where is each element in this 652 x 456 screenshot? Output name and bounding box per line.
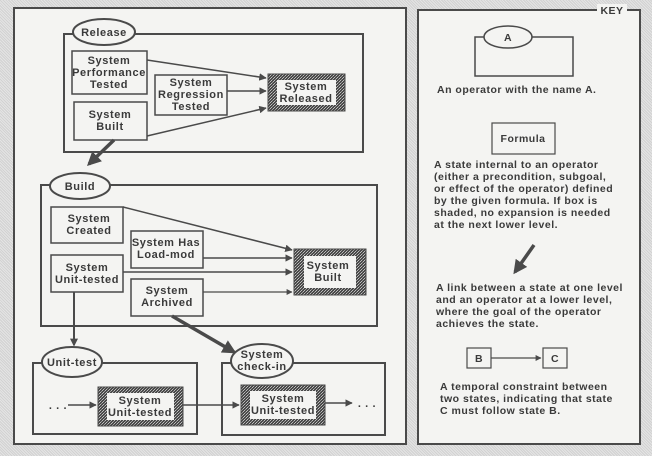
state-system-performance-tested: System Performance Tested xyxy=(71,50,148,95)
svg-text:C must follow state B.: C must follow state B. xyxy=(440,405,561,417)
operator-oval xyxy=(230,343,294,379)
svg-text:System: System xyxy=(68,213,111,225)
key-temporal-example: B C xyxy=(466,347,568,369)
operator-name: Build xyxy=(65,181,96,193)
state-system-regression-tested: System Regression Tested xyxy=(154,74,228,116)
svg-text:Created: Created xyxy=(66,225,111,237)
temporal-arrow xyxy=(146,59,267,81)
svg-text:C: C xyxy=(551,353,559,365)
svg-text:A: A xyxy=(504,32,512,44)
svg-text:System: System xyxy=(146,285,189,297)
state-system-unit-tested: System Unit-tested xyxy=(50,254,124,293)
svg-text:Regression: Regression xyxy=(158,89,224,101)
operator-build: Build System Created System Has Load-mod… xyxy=(40,172,378,327)
svg-text:System: System xyxy=(119,395,162,407)
svg-text:two states, indicating that st: two states, indicating that state xyxy=(440,393,613,405)
svg-text:at the next lower level.: at the next lower level. xyxy=(434,219,558,231)
key-temporal-description: A temporal constraint between two states… xyxy=(440,381,613,417)
goal-link-arrow xyxy=(86,138,116,166)
state-system-built: System Built xyxy=(73,101,148,141)
ellipsis: . . . xyxy=(358,398,376,410)
svg-text:Unit-tested: Unit-tested xyxy=(55,274,119,286)
ellipsis: . . . xyxy=(49,400,67,412)
state-system-created: System Created xyxy=(50,206,124,244)
svg-text:shaded, no expansion is needed: shaded, no expansion is needed xyxy=(434,207,611,219)
svg-text:System: System xyxy=(170,77,213,89)
svg-text:A state internal to an operato: A state internal to an operator xyxy=(434,159,598,171)
operator-name: System xyxy=(241,349,284,361)
state-system-unit-tested-shaded: System Unit-tested xyxy=(240,384,326,426)
svg-text:System Has: System Has xyxy=(132,237,200,249)
svg-text:System: System xyxy=(307,260,350,272)
state-system-archived: System Archived xyxy=(130,278,204,317)
svg-text:System: System xyxy=(66,262,109,274)
svg-text:System: System xyxy=(88,55,131,67)
svg-text:Tested: Tested xyxy=(172,101,210,113)
goal-link-arrow xyxy=(171,314,237,354)
svg-text:Performance: Performance xyxy=(72,67,146,79)
operator-system-check-in: System check-in System Unit-tested . . . xyxy=(221,343,386,436)
svg-text:System: System xyxy=(262,393,305,405)
state-system-released-shaded: System Released xyxy=(267,73,346,112)
operator-release: Release System Performance Tested System… xyxy=(63,18,364,153)
temporal-arrow xyxy=(122,206,293,252)
svg-text:Load-mod: Load-mod xyxy=(137,249,195,261)
svg-text:System: System xyxy=(89,109,132,121)
state-system-unit-tested-shaded: System Unit-tested xyxy=(97,386,184,427)
svg-text:(either a precondition, subgoa: (either a precondition, subgoal, xyxy=(434,171,606,183)
svg-text:B: B xyxy=(475,353,483,365)
svg-text:Formula: Formula xyxy=(501,133,546,145)
key-operator-description: An operator with the name A. xyxy=(437,84,596,96)
svg-text:Unit-tested: Unit-tested xyxy=(108,407,172,419)
key-state-description: A state internal to an operator (either … xyxy=(434,159,613,231)
svg-text:Tested: Tested xyxy=(90,79,128,91)
operator-oval xyxy=(41,346,103,378)
svg-text:by the given formula. If box: by the given formula. If box is xyxy=(434,195,598,207)
svg-text:Built: Built xyxy=(314,272,341,284)
key-operator-example: A xyxy=(474,25,574,77)
svg-text:or effect of the operator) def: or effect of the operator) defined xyxy=(434,183,613,195)
key-panel: KEY A An operator with the name A. Formu… xyxy=(417,4,641,445)
svg-text:A temporal constraint between: A temporal constraint between xyxy=(440,381,608,393)
operator-name: check-in xyxy=(237,361,286,373)
svg-text:A link between a state at one: A link between a state at one level xyxy=(436,282,623,294)
svg-text:where the goal of the operator: where the goal of the operator xyxy=(435,306,602,318)
svg-text:System: System xyxy=(285,81,328,93)
state-system-has-load-mod: System Has Load-mod xyxy=(130,230,204,269)
svg-text:and an operator at a lower lev: and an operator at a lower level, xyxy=(436,294,612,306)
operator-oval xyxy=(49,172,111,200)
key-goal-link-arrow xyxy=(513,243,536,275)
svg-text:Released: Released xyxy=(279,93,332,105)
state-system-built-shaded: System Built xyxy=(293,248,367,296)
key-link-description: A link between a state at one level and … xyxy=(435,282,623,330)
operator-unit-test: Unit-test . . . System Unit-tested xyxy=(32,346,198,435)
operator-oval xyxy=(72,18,136,46)
svg-text:Built: Built xyxy=(96,121,123,133)
temporal-arrow xyxy=(146,105,267,137)
operator-name: Release xyxy=(81,27,127,39)
svg-text:achieves the state.: achieves the state. xyxy=(436,318,539,330)
operator-name: Unit-test xyxy=(47,357,97,369)
key-state-example: Formula xyxy=(491,122,556,155)
svg-text:Unit-tested: Unit-tested xyxy=(251,405,315,417)
key-title: KEY xyxy=(600,5,623,17)
svg-text:Archived: Archived xyxy=(141,297,193,309)
